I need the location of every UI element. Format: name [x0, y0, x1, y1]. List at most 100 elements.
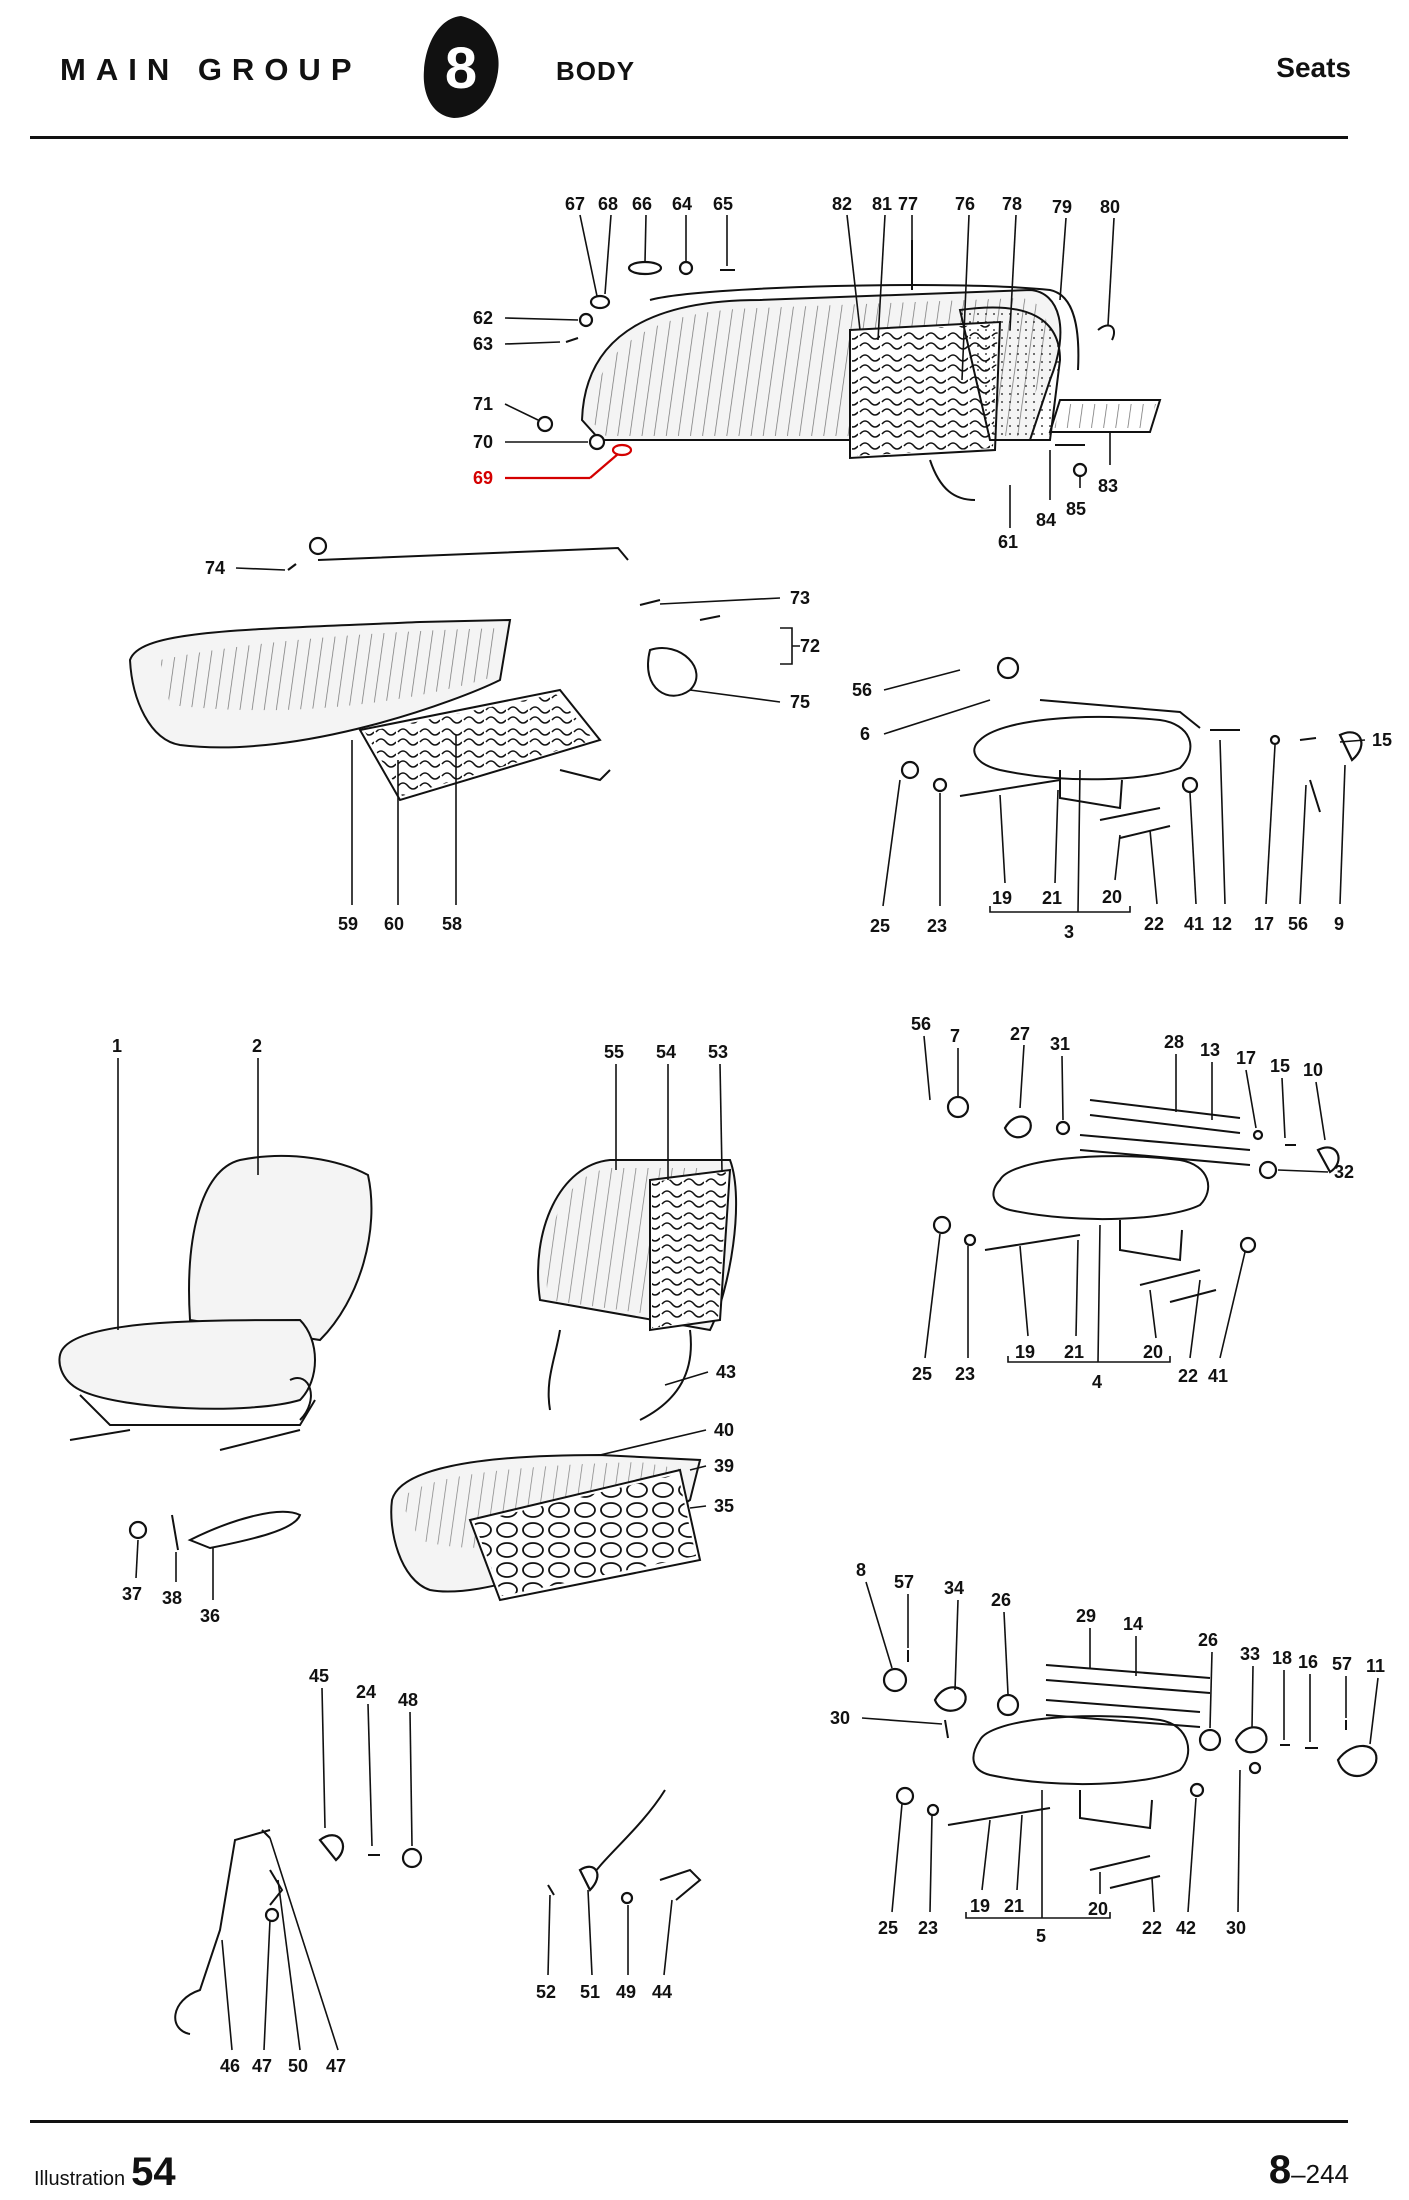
front-backrest-exploded [537, 1159, 738, 1421]
callout-56a: 56 [852, 669, 961, 700]
callout-number: 22 [1178, 1366, 1198, 1386]
callout-number: 18 [1272, 1648, 1292, 1668]
callout-number: 23 [918, 1918, 938, 1938]
callout-9: 9 [1334, 764, 1346, 934]
callout-number: 48 [398, 1690, 418, 1710]
callout-number: 21 [1042, 888, 1062, 908]
callout-number: 24 [356, 1682, 376, 1702]
callout-49: 49 [616, 1905, 636, 2002]
callout-number: 61 [998, 532, 1018, 552]
callout-number: 80 [1100, 197, 1120, 217]
group-number-badge: 8 [423, 16, 499, 118]
callout-number: 60 [384, 914, 404, 934]
callout-19c: 19 [970, 1819, 991, 1916]
callout-62: 62 [473, 308, 579, 328]
callout-number: 41 [1184, 914, 1204, 934]
rear-backrest-small-parts [536, 240, 1116, 478]
callout-number: 14 [1123, 1614, 1143, 1634]
frame-assembly-3 [900, 656, 1363, 839]
callout-24: 24 [356, 1682, 376, 1847]
callout-number: 65 [713, 194, 733, 214]
callout-number: 7 [950, 1026, 960, 1046]
callout-5: 5 [965, 1790, 1111, 1946]
callout-number: 10 [1303, 1060, 1323, 1080]
callout-number: 55 [604, 1042, 624, 1062]
callout-84: 84 [1036, 450, 1056, 530]
callout-85: 85 [1066, 476, 1086, 519]
callout-81: 81 [872, 194, 892, 341]
callout-number: 11 [1366, 1656, 1385, 1676]
rear-cushion-drawing [128, 536, 721, 802]
callout-35: 35 [689, 1496, 734, 1516]
callout-number: 51 [580, 1982, 600, 2002]
callout-number: 85 [1066, 499, 1086, 519]
callout-26a: 26 [991, 1590, 1011, 1695]
callout-83: 83 [1098, 432, 1118, 496]
section-title: Seats [1276, 52, 1351, 83]
callout-21a: 21 [1042, 789, 1062, 908]
callout-12: 12 [1212, 739, 1232, 934]
callout-number: 34 [944, 1578, 964, 1598]
callout-21c: 21 [1004, 1814, 1024, 1916]
callout-number: 32 [1334, 1162, 1354, 1182]
callout-33: 33 [1240, 1644, 1260, 1729]
callout-number: 47 [252, 2056, 272, 2076]
callout-number: 23 [955, 1364, 975, 1384]
callout-number: 31 [1050, 1034, 1070, 1054]
callout-68: 68 [598, 194, 618, 295]
callout-72: 72 [780, 627, 820, 665]
callout-number: 19 [1015, 1342, 1035, 1362]
main-group-title: MAIN GROUP [60, 52, 362, 87]
callout-40: 40 [599, 1420, 734, 1456]
callout-number: 72 [800, 636, 820, 656]
callout-22c: 22 [1142, 1877, 1162, 1938]
callout-number: 52 [536, 1982, 556, 2002]
callout-number: 22 [1144, 914, 1164, 934]
callout-10: 10 [1303, 1060, 1326, 1141]
callout-79: 79 [1052, 197, 1072, 301]
callout-number: 22 [1142, 1918, 1162, 1938]
callout-number: 30 [830, 1708, 850, 1728]
callout-39: 39 [689, 1456, 734, 1476]
callout-47b: 47 [269, 1837, 346, 2076]
callout-number: 6 [860, 724, 870, 744]
callout-number: 4 [1092, 1372, 1102, 1392]
callout-number: 30 [1226, 1918, 1246, 1938]
callout-30a: 30 [830, 1708, 943, 1728]
callout-52: 52 [536, 1894, 556, 2002]
callout-number: 77 [898, 194, 918, 214]
callout-number: 69 [473, 468, 493, 488]
callout-number: 40 [714, 1420, 734, 1440]
callout-19a: 19 [992, 794, 1012, 908]
callout-number: 19 [970, 1896, 990, 1916]
callout-number: 56 [911, 1014, 931, 1034]
group-number: 8 [445, 36, 477, 101]
callout-74: 74 [205, 558, 286, 578]
callout-29: 29 [1076, 1606, 1096, 1668]
callout-23a: 23 [927, 793, 947, 936]
callout-number: 84 [1036, 510, 1056, 530]
callout-number: 37 [122, 1584, 142, 1604]
callout-80: 80 [1100, 197, 1120, 326]
callout-number: 12 [1212, 914, 1232, 934]
callout-23b: 23 [955, 1246, 975, 1384]
callout-7: 7 [950, 1026, 960, 1096]
header-rule [30, 136, 1348, 139]
lever-and-cable-parts [174, 1789, 702, 2035]
callout-28: 28 [1164, 1032, 1184, 1112]
callout-3: 3 [989, 769, 1131, 942]
callout-number: 5 [1036, 1926, 1046, 1946]
callout-25c: 25 [878, 1803, 903, 1938]
callout-number: 81 [872, 194, 892, 214]
callout-number: 70 [473, 432, 493, 452]
callout-number: 28 [1164, 1032, 1184, 1052]
callout-57a: 57 [894, 1572, 914, 1648]
callout-number: 3 [1064, 922, 1074, 942]
callout-number: 19 [992, 888, 1012, 908]
callout-number: 78 [1002, 194, 1022, 214]
callout-number: 50 [288, 2056, 308, 2076]
callout-number: 9 [1334, 914, 1344, 934]
callout-82: 82 [832, 194, 861, 331]
callout-23c: 23 [918, 1814, 938, 1938]
front-cushion-exploded [390, 1453, 702, 1602]
